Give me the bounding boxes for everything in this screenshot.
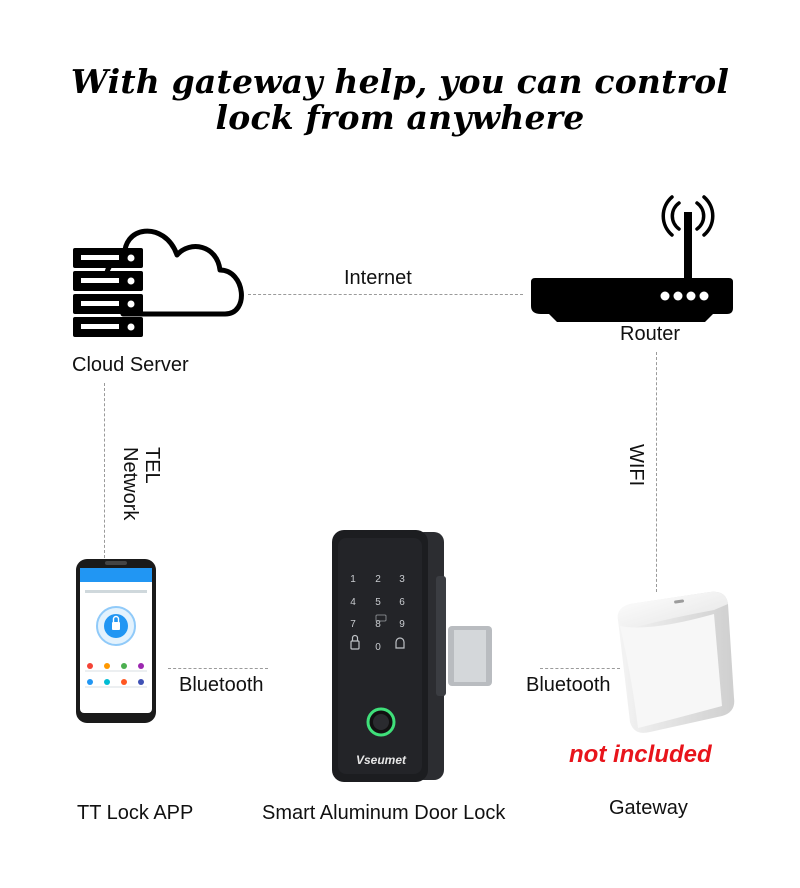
lock-keypad-icons [350, 634, 405, 650]
cloud-server-icon [73, 228, 244, 337]
tel-network-label: TEL Network [113, 447, 163, 527]
keypad-digit-9: 9 [399, 619, 405, 630]
phone-app-illustration [76, 559, 156, 723]
router-icon [531, 195, 733, 322]
keypad-digit-7: 7 [350, 619, 356, 630]
app-menu-icons [87, 663, 144, 685]
bluetooth-left-label: Bluetooth [179, 674, 264, 696]
keypad: 1 2 3 4 5 6 7 8 9 0 [350, 574, 405, 653]
app-label: TT Lock APP [77, 802, 194, 824]
keypad-digit-6: 6 [399, 597, 405, 608]
bluetooth-right-connector [540, 668, 620, 669]
smart-door-lock-illustration: 1 2 3 4 5 6 7 8 9 0 Vseumet [332, 530, 492, 782]
wifi-connector [656, 352, 657, 592]
wifi-label: WIFI [625, 444, 647, 487]
internet-connector [248, 294, 523, 295]
keypad-digit-3: 3 [399, 574, 405, 585]
keypad-digit-5: 5 [375, 597, 381, 608]
headline-line-2: lock from anywhere [215, 98, 585, 137]
keypad-digit-2: 2 [375, 574, 381, 585]
keypad-digit-8: 8 [375, 619, 381, 630]
cloud-server-label: Cloud Server [72, 354, 189, 376]
keypad-digit-0: 0 [375, 642, 381, 653]
wifi-signal-icon [661, 195, 715, 237]
keypad-digit-4: 4 [350, 597, 356, 608]
server-rack-icon [73, 248, 143, 337]
bluetooth-left-connector [168, 668, 268, 669]
lock-label: Smart Aluminum Door Lock [262, 802, 506, 824]
tel-label-line-1: TEL [141, 447, 163, 484]
lock-brand-label: Vseumet [356, 753, 407, 767]
internet-label: Internet [344, 267, 412, 289]
keypad-digit-1: 1 [350, 574, 356, 585]
headline: With gateway help, you can control lock … [0, 64, 800, 136]
gateway-label: Gateway [609, 797, 688, 819]
gateway-illustration [617, 591, 735, 733]
tel-label-line-2: Network [119, 447, 141, 521]
router-label: Router [620, 323, 681, 345]
headline-line-1: With gateway help, you can control [70, 62, 730, 101]
not-included-note: not included [569, 741, 712, 768]
tel-network-connector [104, 383, 105, 558]
bluetooth-right-label: Bluetooth [526, 674, 611, 696]
